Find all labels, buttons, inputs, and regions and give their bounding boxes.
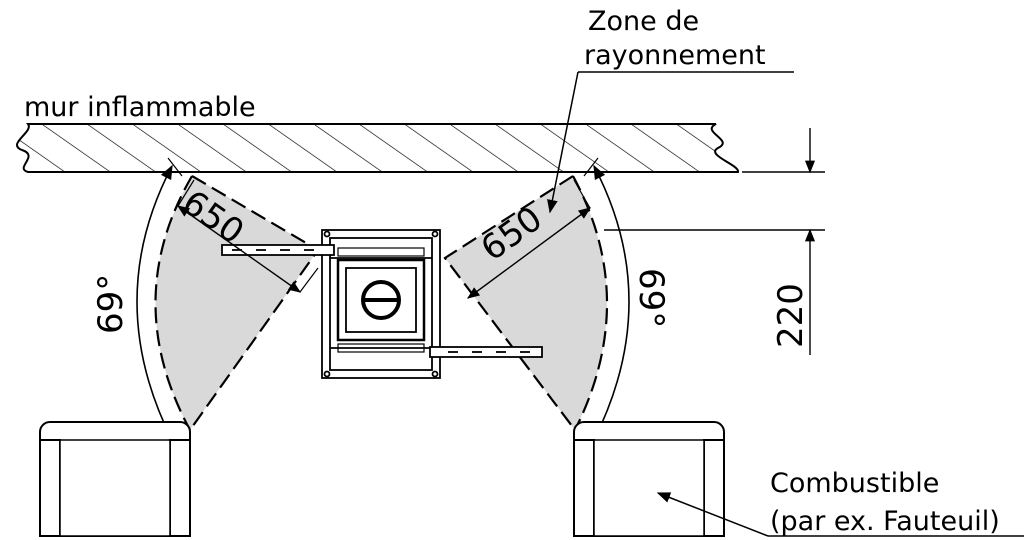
dimension-220-label: 220 xyxy=(771,283,811,348)
dimension-220 xyxy=(604,128,825,355)
angle-right-label: 69° xyxy=(631,268,671,328)
zone-label-line2: rayonnement xyxy=(584,40,766,71)
wall-label: mur inflammable xyxy=(24,92,256,123)
combustible-label-line1: Combustible xyxy=(770,468,939,499)
armchair-left xyxy=(39,421,191,537)
zone-label-line1: Zone de xyxy=(588,6,699,37)
flammable-wall xyxy=(16,123,739,173)
armchair-right xyxy=(573,421,725,537)
leader-combustible xyxy=(656,492,1024,537)
angle-left-label: 69° xyxy=(91,274,131,334)
combustible-label-line2: (par ex. Fauteuil) xyxy=(770,506,1000,537)
dimension-650-left xyxy=(176,179,319,293)
leader-zone xyxy=(547,71,794,214)
dimension-650-right xyxy=(466,179,592,299)
